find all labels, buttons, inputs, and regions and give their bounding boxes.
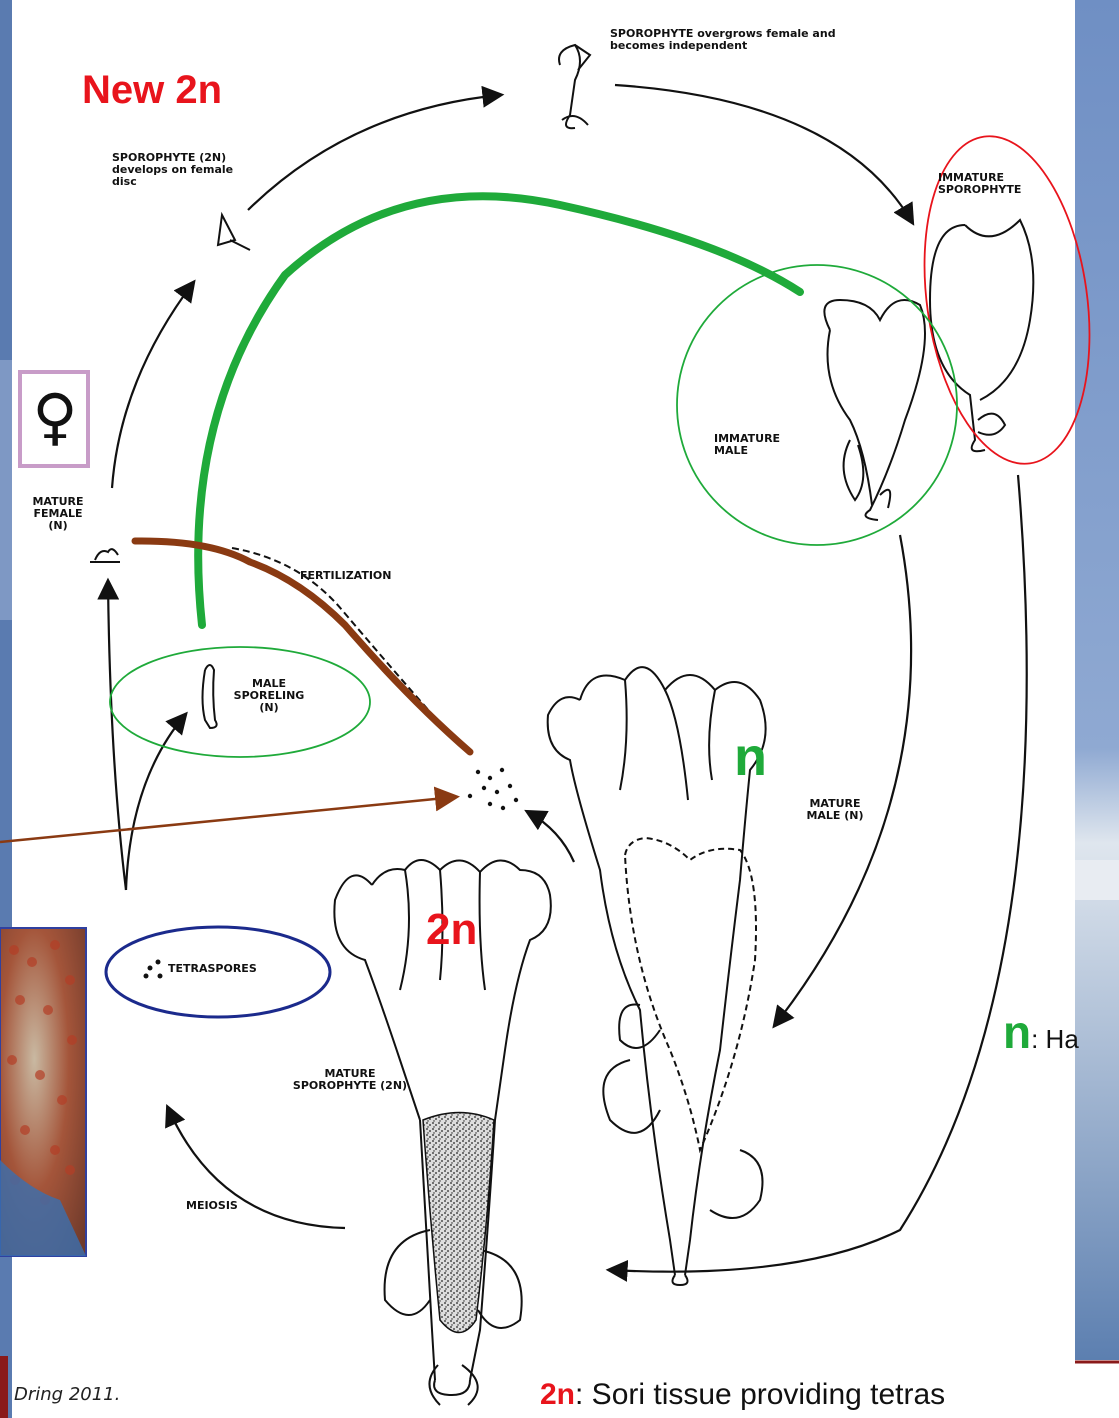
- label-mature-sporophyte: MATURE SPOROPHYTE (2N): [290, 1068, 410, 1092]
- n-label: n: [734, 726, 767, 788]
- 2n-caption-bold: 2n: [540, 1378, 575, 1411]
- immature-sporophyte-drawing: [930, 220, 1033, 451]
- label-immature-male: IMMATURE MALE: [714, 433, 804, 457]
- label-mature-female: MATURE FEMALE (N): [22, 496, 94, 532]
- n-caption-bold: n: [1003, 1006, 1031, 1058]
- mature-male-drawing: [548, 667, 766, 1285]
- female-symbol: ♀: [28, 372, 82, 462]
- sporophyte-overgrows-drawing: [559, 45, 590, 128]
- label-immature-sporophyte: IMMATURE SPOROPHYTE: [938, 172, 1048, 196]
- label-sporophyte-develops: SPOROPHYTE (2N) develops on female disc: [112, 152, 252, 188]
- label-meiosis: MEIOSIS: [186, 1200, 238, 1212]
- right-photo-strip: [1075, 0, 1119, 1360]
- male-sporeling-drawing: [203, 665, 217, 728]
- citation-text: Dring 2011.: [14, 1384, 120, 1405]
- n-caption: n: Ha: [1003, 1005, 1079, 1059]
- green-transfer-arrow: [198, 196, 800, 625]
- label-sporophyte-overgrows: SPOROPHYTE overgrows female and becomes …: [610, 28, 850, 52]
- label-mature-male: MATURE MALE (N): [800, 798, 870, 822]
- seaweed-photo-inset: [0, 928, 86, 1256]
- 2n-caption: 2n: Sori tissue providing tetras: [540, 1378, 945, 1412]
- n-caption-text: : Ha: [1031, 1024, 1079, 1054]
- immature-male-highlight: [677, 265, 957, 545]
- new-2n-label: New 2n: [82, 68, 222, 113]
- label-male-sporeling: MALE SPORELING (N): [224, 678, 314, 714]
- 2n-caption-text: : Sori tissue providing tetras: [575, 1378, 945, 1411]
- sori-tissue: [423, 1113, 494, 1333]
- spores-dots: [468, 768, 518, 810]
- brown-pointer-arrow: [0, 797, 455, 842]
- mature-female-drawing: [90, 549, 120, 562]
- 2n-label: 2n: [426, 905, 477, 955]
- footer-left-bar: [0, 1356, 8, 1418]
- label-tetraspores: TETRASPORES: [168, 963, 257, 975]
- label-fertilization: FERTILIZATION: [300, 570, 392, 582]
- tetraspores-dots: [144, 960, 163, 979]
- young-sporophyte-drawing: [218, 215, 250, 250]
- immature-male-drawing: [824, 300, 925, 520]
